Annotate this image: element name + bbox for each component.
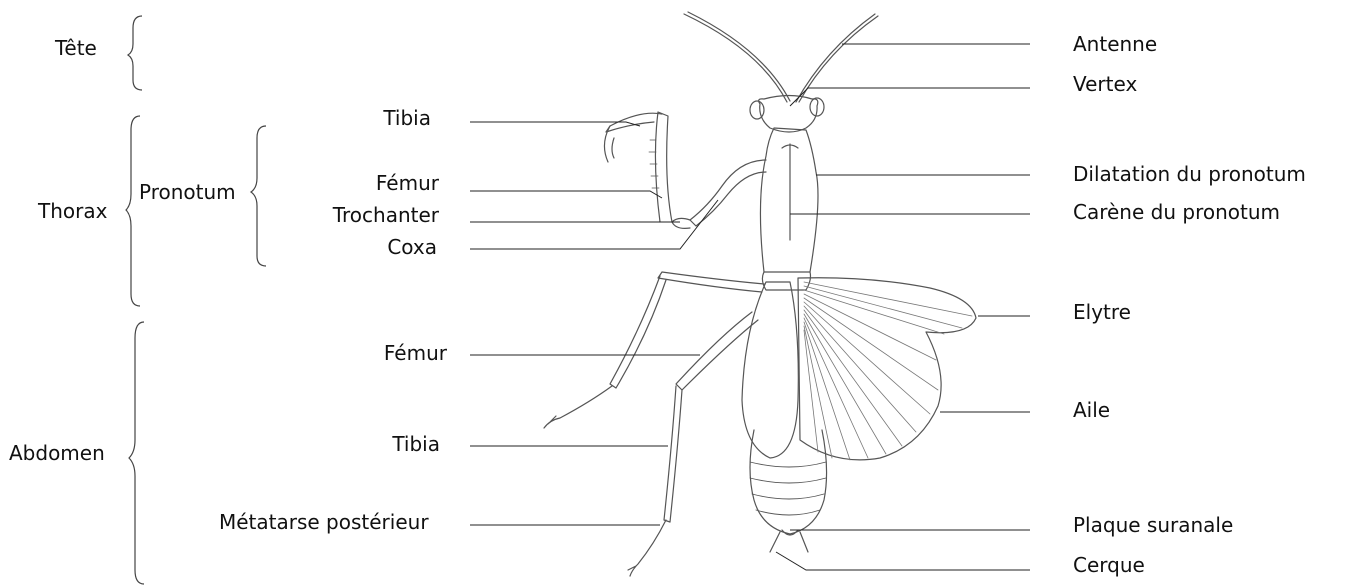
hind-leg-tarsus	[628, 520, 666, 576]
head	[759, 96, 818, 133]
eye-left	[750, 101, 764, 119]
label-femur-front: Fémur	[260, 171, 439, 195]
label-plaque: Plaque suranale	[1073, 513, 1233, 537]
elytron	[742, 282, 798, 458]
antenna-left-b	[688, 12, 790, 101]
label-cerque: Cerque	[1073, 553, 1145, 577]
middle-leg-femur	[658, 272, 764, 292]
group-tete-label: Tête	[55, 36, 97, 60]
label-metatarse: Métatarse postérieur	[219, 510, 429, 534]
group-pronotum-label: Pronotum	[139, 180, 236, 204]
group-abdomen-label: Abdomen	[9, 441, 105, 465]
label-coxa: Coxa	[260, 235, 437, 259]
label-elytre: Elytre	[1073, 300, 1131, 324]
front-femur	[655, 112, 672, 222]
label-aile: Aile	[1073, 398, 1110, 422]
label-tibia-hind: Tibia	[260, 432, 440, 456]
label-carene: Carène du pronotum	[1073, 200, 1280, 224]
label-antenne: Antenne	[1073, 32, 1157, 56]
wing	[798, 278, 976, 460]
tete-brace	[128, 16, 142, 90]
label-tibia-front: Tibia	[260, 106, 431, 130]
leader-coxa	[470, 200, 718, 249]
pronotum	[760, 128, 818, 272]
group-braces	[126, 16, 266, 584]
front-coxa	[690, 160, 766, 226]
mesothorax	[762, 272, 810, 290]
middle-leg-tarsus	[544, 386, 612, 428]
middle-leg-tibia	[610, 276, 666, 388]
hind-leg-tibia	[664, 386, 682, 522]
front-femur-spines	[649, 140, 659, 188]
label-dilatation: Dilatation du pronotum	[1073, 162, 1306, 186]
antenna-right-b	[799, 16, 878, 102]
leader-lines	[470, 44, 1030, 570]
front-tibia	[606, 113, 662, 132]
label-femur-hind: Fémur	[260, 341, 447, 365]
abdomen-brace	[129, 322, 144, 584]
label-vertex: Vertex	[1073, 72, 1137, 96]
leader-cerque	[776, 552, 1030, 570]
antenna-left	[684, 14, 787, 102]
label-trochanter: Trochanter	[260, 203, 439, 227]
thorax-brace	[126, 116, 140, 306]
mantis-drawing	[544, 12, 976, 576]
cercus-right	[800, 532, 808, 552]
group-thorax-label: Thorax	[38, 199, 107, 223]
wing-veins	[804, 282, 972, 460]
leader-femur-front	[470, 191, 662, 198]
abdomen-segments	[750, 462, 826, 515]
leader-vertex	[790, 88, 1030, 106]
cercus-left	[770, 532, 780, 552]
front-trochanter	[672, 218, 690, 228]
